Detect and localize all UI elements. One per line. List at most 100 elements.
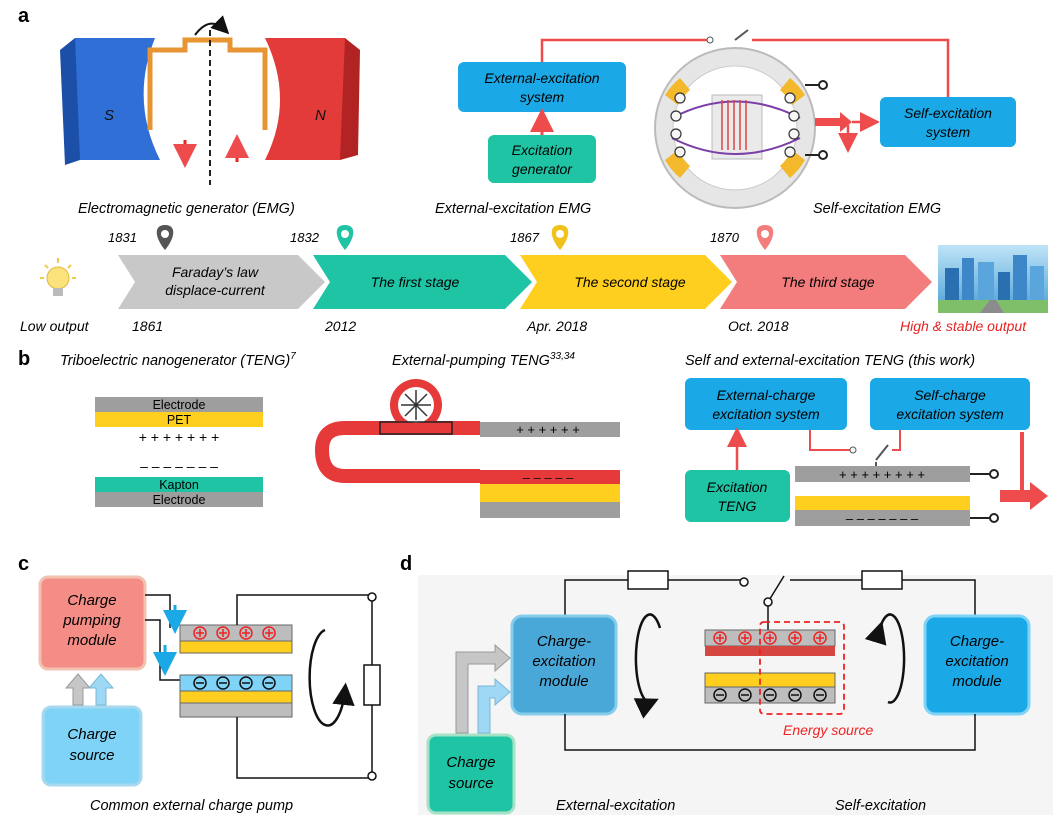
right-module-line3: module (952, 673, 1001, 690)
c-source-line1: Charge (67, 726, 116, 743)
electrode1-label: Electrode (153, 398, 206, 412)
exc-teng-line1: Excitation (707, 479, 768, 495)
charge-pumping-module-box (38, 575, 147, 671)
plus-row: + + + + + + + (139, 429, 220, 445)
self-external-teng: External-charge excitation system Self-c… (685, 378, 1048, 526)
external-excitation-caption: External-excitation (556, 798, 675, 814)
pump-module-line2: pumping (62, 612, 121, 629)
panel-label-c: c (18, 553, 29, 575)
pin-icon (156, 225, 174, 250)
d-charge-source-box (426, 733, 516, 815)
date-2012: 2012 (324, 318, 356, 334)
pole-n-label: N (315, 107, 326, 124)
stage0-line1: Faraday’s law (172, 264, 259, 280)
ext-box-line1: External-excitation (484, 70, 599, 86)
excitation-generator-box (488, 135, 596, 183)
date-oct-2018: Oct. 2018 (728, 318, 789, 334)
stage0-line2: displace-current (165, 282, 266, 298)
pet-label: PET (167, 413, 192, 427)
teng-stack: Electrode PET + + + + + + + – – – – – – … (95, 397, 263, 507)
stage2-chevron (520, 255, 732, 309)
gen-box-line2: generator (512, 161, 573, 177)
right-charge-excitation-module (923, 614, 1031, 716)
self-box-line2: system (926, 124, 971, 140)
light-bulb-icon (40, 258, 76, 296)
self-emg-caption: Self-excitation EMG (813, 201, 941, 217)
emg-caption: Electromagnetic generator (EMG) (78, 201, 295, 217)
self-teng-title: Self and external-excitation TENG (this … (685, 353, 975, 369)
d-source-line2: source (448, 775, 493, 792)
gen-box-line1: Excitation (512, 142, 573, 158)
kapton-label: Kapton (159, 478, 199, 492)
emg-illustration: S N (60, 15, 360, 185)
teng-ref: 7 (290, 351, 296, 362)
panel-c-diagram: Charge pumping module Charge source (38, 575, 381, 814)
left-module-line3: module (539, 673, 588, 690)
teng-title-text: Triboelectric nanogenerator (TENG) (60, 353, 290, 369)
self-plus: + + + + + + + + (839, 467, 925, 482)
external-excitation-emg: External-excitation system Excitation ge… (458, 29, 1016, 209)
self-charge-line2: excitation system (896, 406, 1004, 422)
left-module-line1: Charge- (537, 633, 591, 650)
self-charge-line1: Self-charge (914, 387, 986, 403)
external-emg-caption: External-excitation EMG (435, 201, 591, 217)
timeline: Faraday’s law displace-current The first… (20, 225, 1048, 334)
panel-c-caption: Common external charge pump (90, 798, 293, 814)
panel-label-a: a (18, 5, 30, 27)
stage1-chevron (313, 255, 532, 309)
ext-box-line2: system (520, 89, 565, 105)
pole-s-label: S (104, 107, 114, 124)
city-image (938, 245, 1048, 313)
low-output-label: Low output (20, 318, 90, 334)
left-charge-excitation-module (510, 614, 618, 716)
ext-charge-line1: External-charge (717, 387, 816, 403)
panel-label-d: d (400, 553, 412, 575)
self-excitation-system-box (880, 97, 1016, 147)
year-1832: 1832 (290, 230, 320, 245)
exc-teng-line2: TENG (718, 498, 757, 514)
stage2-label: The second stage (574, 274, 686, 290)
stage0-chevron (118, 255, 325, 309)
year-1831: 1831 (108, 230, 137, 245)
pump-ref: 33,34 (550, 351, 575, 362)
excitation-teng-box (685, 470, 790, 522)
self-minus: – – – – – – – (846, 511, 919, 526)
panel-d-diagram: Charge- excitation module Charge- excita… (418, 570, 1053, 815)
pump-title-text: External-pumping TENG (392, 353, 550, 369)
pump-module-line1: Charge (67, 592, 116, 609)
pump-module-line3: module (67, 632, 116, 649)
stage3-chevron (720, 255, 932, 309)
d-source-line1: Charge (446, 754, 495, 771)
external-excitation-system-box (458, 62, 626, 112)
year-1870: 1870 (710, 230, 740, 245)
pin-icon (551, 225, 569, 250)
pin-icon (336, 225, 354, 250)
pump-title: External-pumping TENG33,34 (392, 351, 575, 369)
charge-source-box (41, 705, 143, 787)
electrode2-label: Electrode (153, 493, 206, 507)
date-apr-2018: Apr. 2018 (526, 318, 587, 334)
ext-charge-line2: excitation system (712, 406, 820, 422)
energy-source-label: Energy source (783, 722, 873, 738)
self-charge-excitation-box (870, 378, 1030, 430)
external-charge-excitation-box (685, 378, 847, 430)
panel-label-b: b (18, 348, 30, 370)
year-1867: 1867 (510, 230, 540, 245)
pin-icon (756, 225, 774, 250)
pump-teng: + + + + + + – – – – – (314, 379, 620, 518)
right-module-line1: Charge- (950, 633, 1004, 650)
minus-row: – – – – – – – (140, 458, 218, 474)
stage3-label: The third stage (781, 274, 875, 290)
high-output-label: High & stable output (900, 318, 1027, 334)
stage1-label: The first stage (371, 274, 460, 290)
pump-plus: + + + + + + (516, 422, 580, 437)
self-excitation-caption: Self-excitation (835, 798, 926, 814)
date-1861: 1861 (132, 318, 163, 334)
self-box-line1: Self-excitation (904, 105, 992, 121)
left-module-line2: excitation (532, 653, 595, 670)
pump-minus: – – – – – (523, 470, 574, 485)
right-module-line2: excitation (945, 653, 1008, 670)
c-source-line2: source (69, 747, 114, 764)
